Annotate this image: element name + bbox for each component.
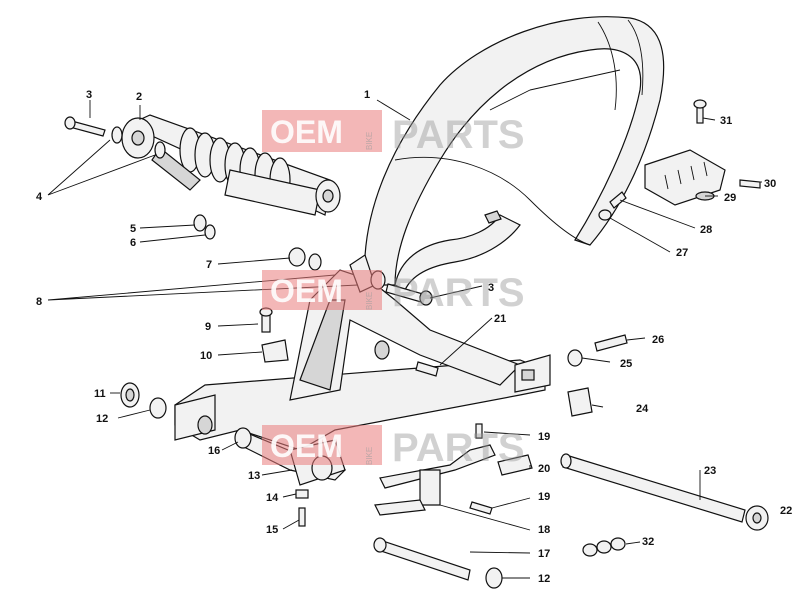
watermark-brand-right-3: PARTS [392,426,525,470]
callout-11: 11 [94,388,106,400]
watermark-brand-small-3: BIKE [365,447,374,465]
watermark-brand-small: BIKE [365,132,374,150]
screw-30 [739,179,761,189]
bushing-11 [120,382,140,408]
nut-22 [745,505,769,531]
pivot-pin-17 [373,537,471,581]
callout-10: 10 [200,350,212,362]
callout-32: 32 [642,536,654,548]
callout-25: 25 [620,358,632,370]
plate-20 [497,454,533,476]
spacer-21 [415,361,439,377]
screw-31 [693,99,707,124]
callout-3-lower: 3 [488,282,494,294]
callout-26: 26 [652,334,664,346]
washer-5-6 [193,214,216,240]
watermark-brand-right-2: PARTS [392,271,525,315]
callout-6: 6 [130,237,136,249]
seal-16 [234,427,252,449]
callout-23: 23 [704,465,716,477]
nut-14 [295,489,309,499]
wheel-axle-23 [560,453,746,523]
callout-15: 15 [266,524,278,536]
callout-9: 9 [205,321,211,333]
slider-24 [567,387,593,417]
callout-27: 27 [676,247,688,259]
watermark-oembikeparts: OEM BIKE PARTS OEM BIKE PARTS OEM BIKE P… [262,110,525,470]
watermark-brand-left-3: OEM [270,428,343,464]
callout-20: 20 [538,463,550,475]
washer-27 [598,209,612,221]
callout-8: 8 [36,296,42,308]
leader-lines [47,69,762,579]
bolt-9 [259,307,273,333]
nut-7 [288,247,322,271]
callout-21: 21 [494,313,506,325]
callout-4: 4 [36,191,43,203]
watermark-brand-left: OEM [270,114,343,150]
callout-31: 31 [720,115,732,127]
chain-link-32 [582,537,626,557]
bolt-26 [594,334,628,352]
washer-4 [111,126,166,159]
callout-numbers: 1 2 3 4 5 6 7 8 9 10 11 12 16 13 14 15 3… [36,89,792,585]
watermark-brand-right: PARTS [392,113,525,157]
callout-1: 1 [364,89,370,101]
callout-30: 30 [764,178,776,190]
callout-29: 29 [724,192,736,204]
callout-19-bottom: 19 [538,491,550,503]
callout-12-right: 12 [538,573,550,585]
bolt-15 [298,507,306,527]
chain-guard-cover [644,149,726,206]
callout-18: 18 [538,524,550,536]
rear-fender [363,16,665,291]
rear-shock-absorber [121,114,341,216]
callout-28: 28 [700,224,712,236]
watermark-brand-left-2: OEM [270,273,343,309]
callout-24: 24 [636,403,649,415]
callout-22: 22 [780,505,792,517]
screw-19 [469,423,493,515]
nut-25 [567,349,583,367]
callout-19-top: 19 [538,431,550,443]
bracket-18 [374,444,496,516]
screw-28 [609,191,627,209]
callout-7: 7 [206,259,212,271]
callout-2: 2 [136,91,142,103]
clip-10 [261,339,289,363]
callout-13: 13 [248,470,260,482]
callout-3-top: 3 [86,89,92,101]
callout-14: 14 [266,492,279,504]
callout-16: 16 [208,445,220,457]
callout-5: 5 [130,223,136,235]
watermark-brand-small-2: BIKE [365,292,374,310]
bolt-3-top [64,116,106,137]
callout-17: 17 [538,548,550,560]
seal-12 [149,397,503,589]
callout-12-left: 12 [96,413,108,425]
